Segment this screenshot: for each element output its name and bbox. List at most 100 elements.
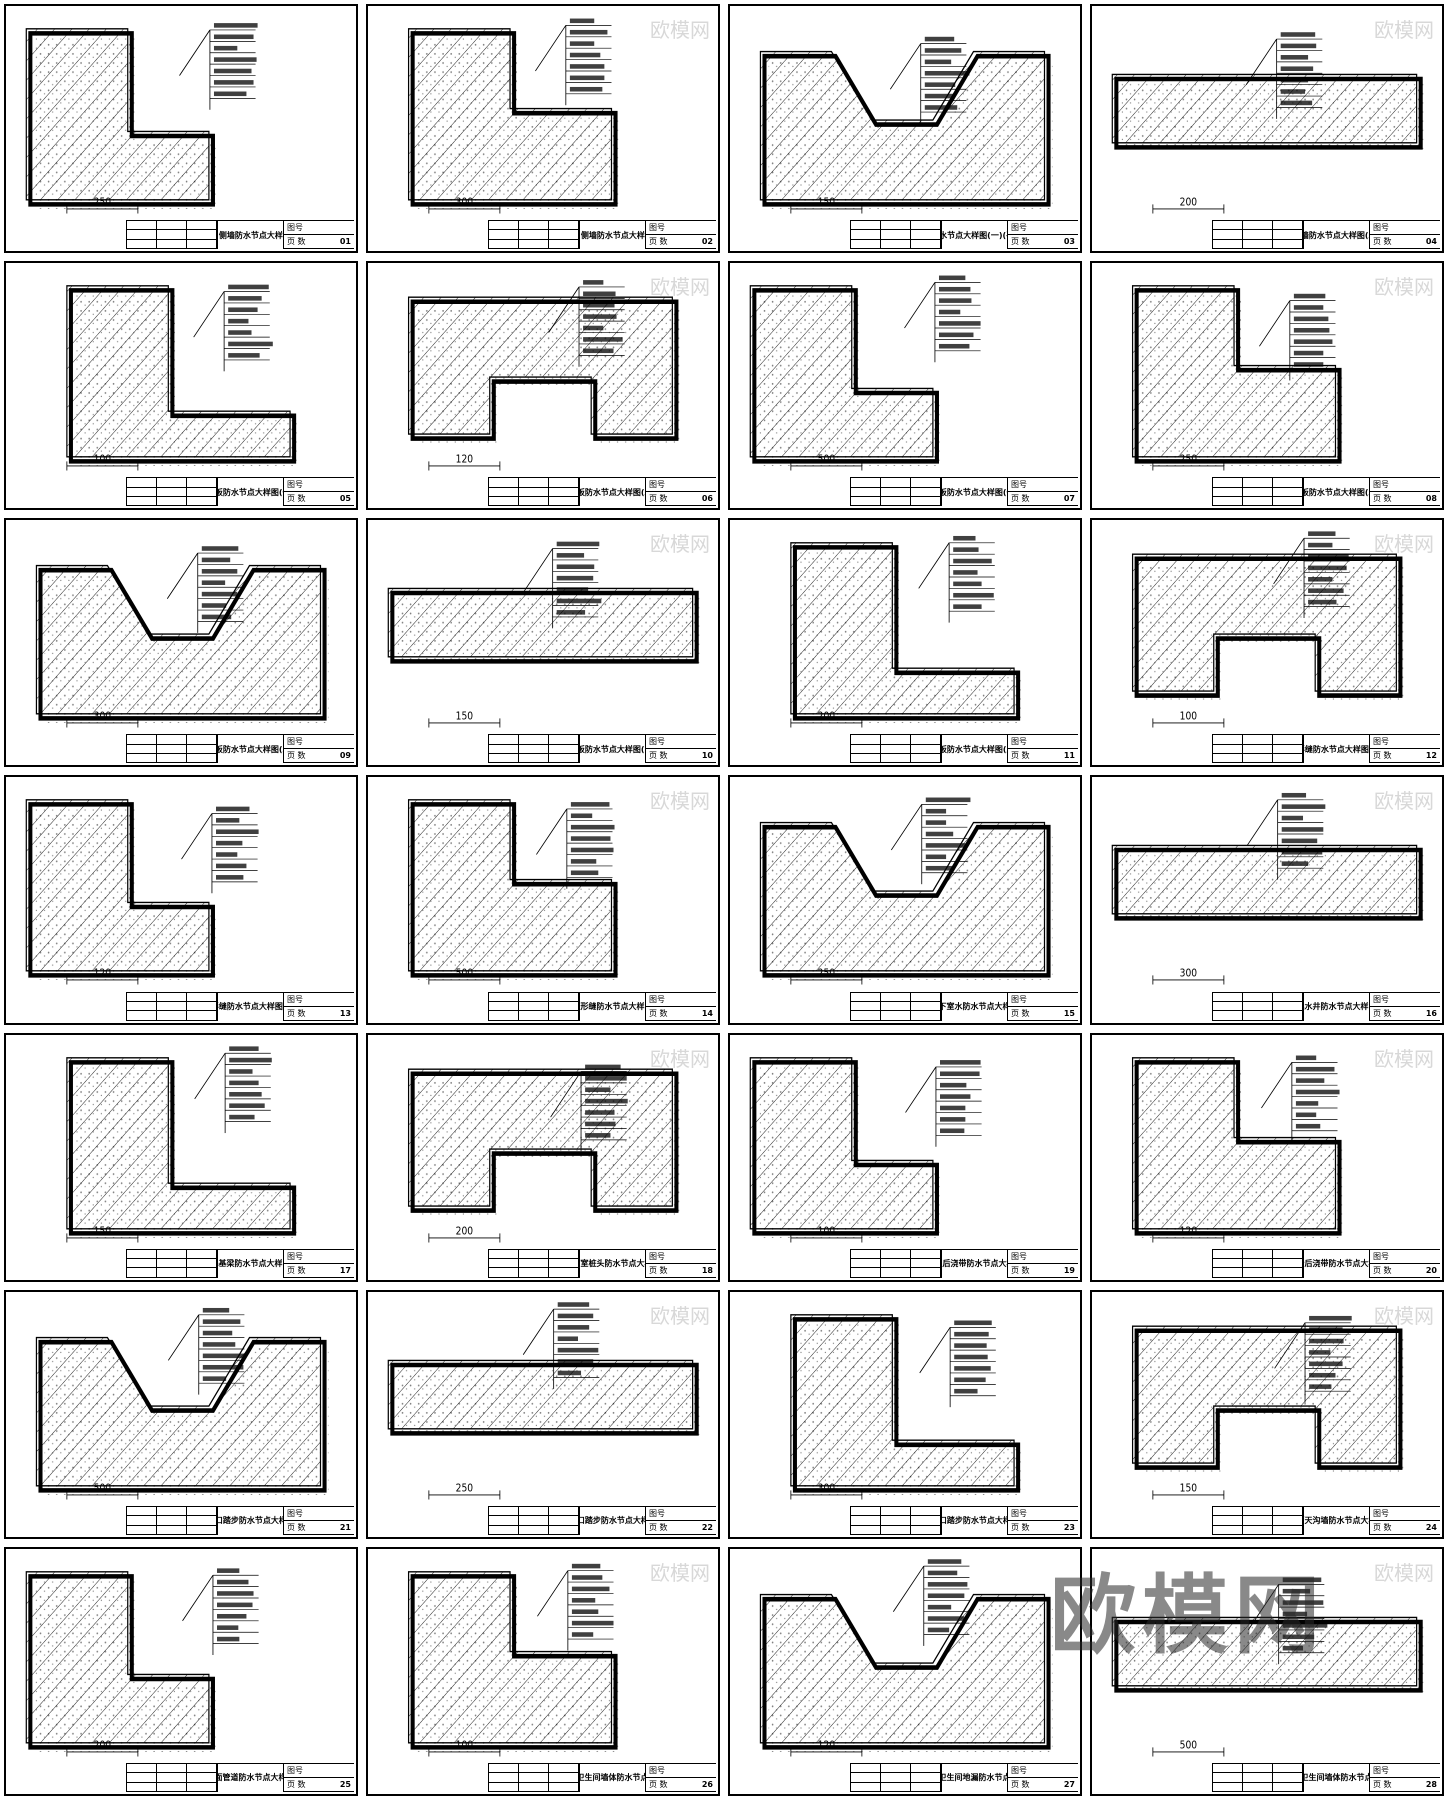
dimension-line: 500 — [66, 1483, 139, 1500]
drawing-sheet-28[interactable]: 500欧模网厨房、卫生间墙体防水节点大样图图号页 数28 — [1090, 1546, 1444, 1796]
drawing-sheet-13[interactable]: 120变形缝防水节点大样图(二)图号页 数13 — [4, 775, 358, 1025]
layer-note-stack — [537, 1563, 614, 1651]
drawing-sheet-16[interactable]: 300欧模网集水井防水节点大样图图号页 数16 — [1090, 775, 1444, 1025]
waterproof-layer — [752, 1059, 939, 1236]
section-drawing — [790, 1313, 1023, 1495]
sheet-title: 底板后浇带防水节点大样图 — [942, 1249, 1008, 1278]
sheet-number: 14 — [701, 1008, 713, 1018]
drawing-sheet-22[interactable]: 250欧模网楼梯入口踏步防水节点大样图(二)图号页 数22 — [366, 1289, 720, 1539]
drawing-sheet-18[interactable]: 200欧模网地下室桩头防水节点大样图图号页 数18 — [366, 1032, 720, 1282]
dimension-line: 250 — [66, 197, 139, 214]
drawing-sheet-15[interactable]: 250地下室水防水节点大样图图号页 数15 — [728, 775, 1082, 1025]
title-block: 厨房、卫生间墙体防水节点大样图图号页 数26 — [488, 1762, 716, 1792]
title-block-cells — [851, 735, 942, 764]
section-drawing — [1111, 1616, 1425, 1695]
drawing-sheet-26[interactable]: 100欧模网厨房、卫生间墙体防水节点大样图图号页 数26 — [366, 1546, 720, 1796]
detail-drawing: 250 — [387, 1301, 701, 1500]
dimension-label: 300 — [456, 197, 473, 209]
drawing-sheet-07[interactable]: 500底板防水节点大样图(一)图号页 数07 — [728, 261, 1082, 511]
layer-note-stack — [919, 1320, 996, 1407]
title-block-cells — [127, 1506, 218, 1535]
drawing-sheet-04[interactable]: 200欧模网侧墙防水节点大样图(二)图号页 数04 — [1090, 4, 1444, 254]
detail-drawing: 300 — [407, 18, 620, 214]
section-drawing — [1111, 845, 1425, 924]
dimension-label: 250 — [1180, 454, 1197, 466]
section-drawing — [759, 1593, 1053, 1752]
section-drawing — [749, 285, 942, 467]
sheet-number: 11 — [1063, 751, 1075, 761]
drawing-sheet-12[interactable]: 100欧模网变形缝防水节点大样图(一)图号页 数12 — [1090, 518, 1444, 768]
title-block-cells — [127, 478, 218, 507]
dimension-line: 500 — [428, 969, 501, 985]
drawing-sheet-19[interactable]: 100底板后浇带防水节点大样图图号页 数19 — [728, 1032, 1082, 1282]
title-block: 底板防水节点大样图(四)图号页 数10 — [488, 734, 716, 764]
sheet-title: 底板防水节点大样图(四) — [580, 735, 646, 764]
waterproof-layer — [1134, 1059, 1342, 1236]
drawing-sheet-24[interactable]: 150欧模网屋面天沟墙防水节点大样图图号页 数24 — [1090, 1289, 1444, 1539]
title-block-cells — [127, 1763, 218, 1792]
title-block-cells — [851, 1763, 942, 1792]
drawing-sheet-17[interactable]: 150地基梁防水节点大样图图号页 数17 — [4, 1032, 358, 1282]
drawing-sheet-14[interactable]: 500欧模网变形缝防水节点大样图图号页 数14 — [366, 775, 720, 1025]
drawing-sheet-10[interactable]: 150欧模网底板防水节点大样图(四)图号页 数10 — [366, 518, 720, 768]
dimension-line: 500 — [1152, 1740, 1225, 1757]
dimension-line: 200 — [428, 1226, 501, 1243]
detail-drawing: 250 — [1131, 285, 1344, 471]
section-drawing — [66, 285, 299, 467]
sheet-title: 变形缝防水节点大样图(二) — [218, 992, 284, 1021]
title-block: 底板防水节点大样图(三)图号页 数09 — [126, 734, 354, 764]
drawing-sheet-23[interactable]: 300楼梯入口踏步防水节点大样图(三)图号页 数23 — [728, 1289, 1082, 1539]
sheet-number: 28 — [1425, 1779, 1437, 1789]
waterproof-layer — [792, 545, 1021, 721]
dimension-line: 100 — [66, 454, 139, 471]
detail-drawing: 150 — [759, 36, 1053, 214]
section-drawing — [25, 28, 218, 209]
drawing-sheet-11[interactable]: 200底板防水节点大样图(五)图号页 数11 — [728, 518, 1082, 768]
sheet-title: 集水井防水节点大样图 — [1304, 992, 1370, 1021]
title-block: 厨房、卫生间地漏防水节点大样图图号页 数27 — [850, 1762, 1078, 1792]
dimension-label: 150 — [1180, 1483, 1197, 1495]
layer-note-stack — [1247, 1577, 1328, 1665]
title-block-cells — [127, 992, 218, 1021]
sheet-title: 屋面天沟墙防水节点大样图 — [1304, 1506, 1370, 1535]
dimension-line: 200 — [790, 711, 863, 728]
sheet-title: 顶板防水节点大样图(一) — [218, 478, 284, 507]
drawing-sheet-08[interactable]: 250欧模网底板防水节点大样图(二)图号页 数08 — [1090, 261, 1444, 511]
title-block: 变形缝防水节点大样图图号页 数14 — [488, 991, 716, 1021]
drawing-sheet-25[interactable]: 200屋面管道防水节点大样图图号页 数25 — [4, 1546, 358, 1796]
sheet-number: 24 — [1425, 1522, 1437, 1532]
drawing-sheet-21[interactable]: 500楼梯入口踏步防水节点大样图(一)图号页 数21 — [4, 1289, 358, 1539]
section-drawing — [387, 588, 701, 667]
dimension-line: 120 — [1152, 1226, 1225, 1243]
drawing-sheet-03[interactable]: 150侧墙防水节点大样图(一)(平剖面)图号页 数03 — [728, 4, 1082, 254]
dimension-line: 150 — [66, 1226, 139, 1243]
dimension-line: 300 — [66, 711, 139, 728]
drawing-sheet-27[interactable]: 120厨房、卫生间地漏防水节点大样图图号页 数27 — [728, 1546, 1082, 1796]
dimension-line: 150 — [428, 711, 501, 728]
drawing-sheet-20[interactable]: 120欧模网侧墙后浇带防水节点大样图图号页 数20 — [1090, 1032, 1444, 1282]
title-block: 底板防水节点大样图(一)图号页 数07 — [850, 477, 1078, 507]
drawing-sheet-09[interactable]: 300 底板防水节点大样图(三)图号页 数09 — [4, 518, 358, 768]
sheet-number: 20 — [1425, 1265, 1437, 1275]
drawing-sheet-05[interactable]: 100顶板防水节点大样图(一)图号页 数05 — [4, 261, 358, 511]
layer-note-stack — [904, 275, 981, 363]
drawing-sheet-06[interactable]: 120欧模网顶板防水节点大样图(二)图号页 数06 — [366, 261, 720, 511]
waterproof-layer — [410, 802, 618, 979]
title-block: 屋面天沟墙防水节点大样图图号页 数24 — [1212, 1505, 1440, 1535]
title-block-cells — [851, 221, 942, 250]
